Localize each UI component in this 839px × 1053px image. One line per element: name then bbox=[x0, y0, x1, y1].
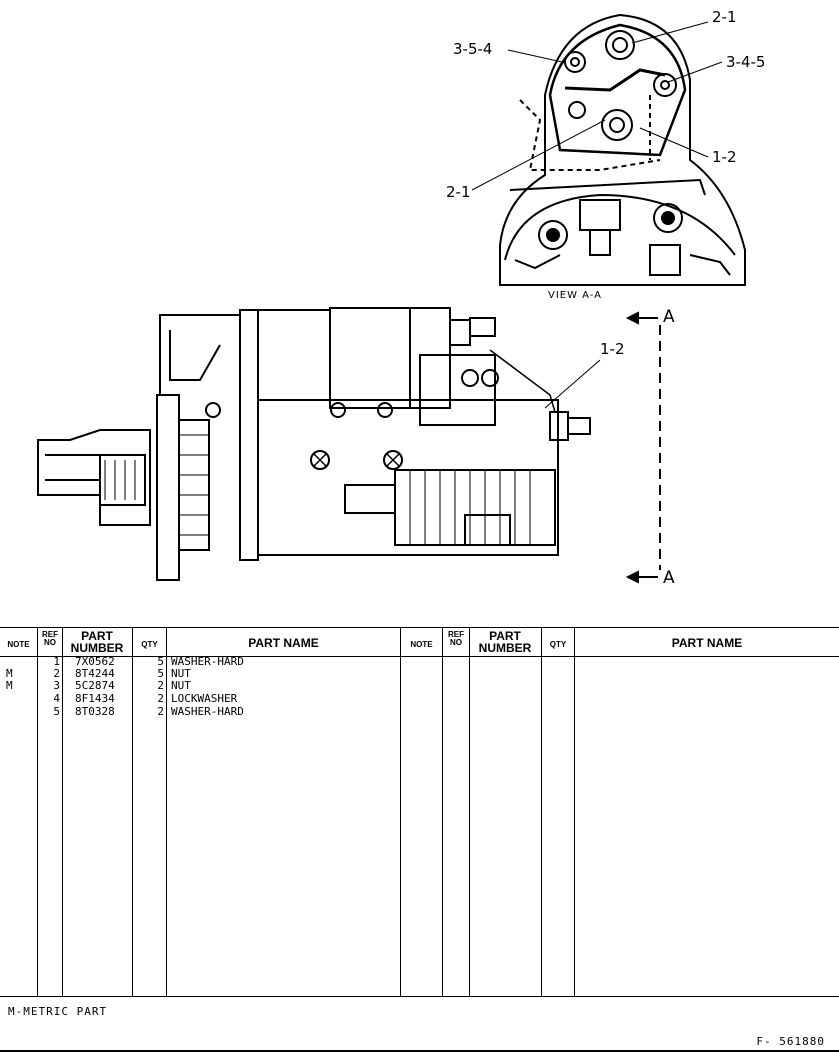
table-row-qty: 2 bbox=[157, 692, 164, 705]
table-row-part-name: WASHER-HARD bbox=[171, 655, 244, 668]
table-row-qty: 5 bbox=[157, 655, 164, 668]
header-part-number-2: PART NUMBER bbox=[478, 629, 532, 655]
table-row-qty: 5 bbox=[157, 667, 164, 680]
view-label: VIEW A-A bbox=[548, 290, 603, 301]
table-row-qty: 2 bbox=[157, 679, 164, 692]
figure-id: F- 561880 bbox=[756, 1035, 825, 1048]
header-ref-no-2: REF NO bbox=[448, 630, 464, 647]
table-row-part-name: NUT bbox=[171, 667, 191, 680]
table-row-qty: 2 bbox=[157, 705, 164, 718]
table-row-part-name: NUT bbox=[171, 679, 191, 692]
table-row-ref: 1 bbox=[53, 655, 60, 668]
bottom-rule bbox=[0, 1050, 839, 1052]
table-row-part-number: 8T4244 bbox=[75, 667, 115, 680]
table-row-ref: 2 bbox=[53, 667, 60, 680]
callout-1-2-view: 1-2 bbox=[712, 148, 737, 166]
callout-3-4-5: 3-4-5 bbox=[726, 53, 766, 71]
callout-2-1-lower: 2-1 bbox=[446, 183, 471, 201]
section-letter-bottom: A bbox=[663, 568, 675, 588]
header-part-name-2: PART NAME bbox=[671, 636, 743, 650]
header-qty-2: QTY bbox=[549, 640, 567, 649]
table-row-part-number: 8T0328 bbox=[75, 705, 115, 718]
table-row-part-number: 5C2874 bbox=[75, 679, 115, 692]
view-a-a-illustration bbox=[471, 13, 746, 286]
table-row-ref: 5 bbox=[53, 705, 60, 718]
section-letter-top: A bbox=[663, 307, 675, 327]
table-row-part-number: 8F1434 bbox=[75, 692, 115, 705]
table-row-part-name: WASHER-HARD bbox=[171, 705, 244, 718]
starter-motor-illustration bbox=[37, 307, 661, 584]
table-row-note: M bbox=[6, 679, 13, 692]
table-row-note: M bbox=[6, 667, 13, 680]
table-top-rule bbox=[0, 627, 839, 628]
parts-drawing bbox=[37, 13, 746, 584]
parts-table: NOTE REF NO PART NUMBER QTY PART NAME NO… bbox=[0, 627, 839, 997]
table-row-ref: 3 bbox=[53, 679, 60, 692]
header-part-name: PART NAME bbox=[248, 636, 319, 650]
header-ref-no: REF NO bbox=[42, 630, 58, 647]
callout-3-5-4: 3-5-4 bbox=[453, 40, 493, 58]
header-note: NOTE bbox=[7, 640, 30, 649]
table-bottom-rule bbox=[0, 996, 839, 997]
table-header-rule bbox=[0, 656, 839, 657]
header-note-2: NOTE bbox=[410, 640, 433, 649]
callout-2-1-top: 2-1 bbox=[712, 8, 737, 26]
header-part-number: PART NUMBER bbox=[70, 629, 124, 655]
table-row-part-number: 7X0562 bbox=[75, 655, 115, 668]
table-row-ref: 4 bbox=[53, 692, 60, 705]
table-row-part-name: LOCKWASHER bbox=[171, 692, 238, 705]
metric-note: M-METRIC PART bbox=[8, 1005, 108, 1018]
header-qty: QTY bbox=[141, 640, 158, 649]
callout-1-2-main: 1-2 bbox=[600, 340, 625, 358]
